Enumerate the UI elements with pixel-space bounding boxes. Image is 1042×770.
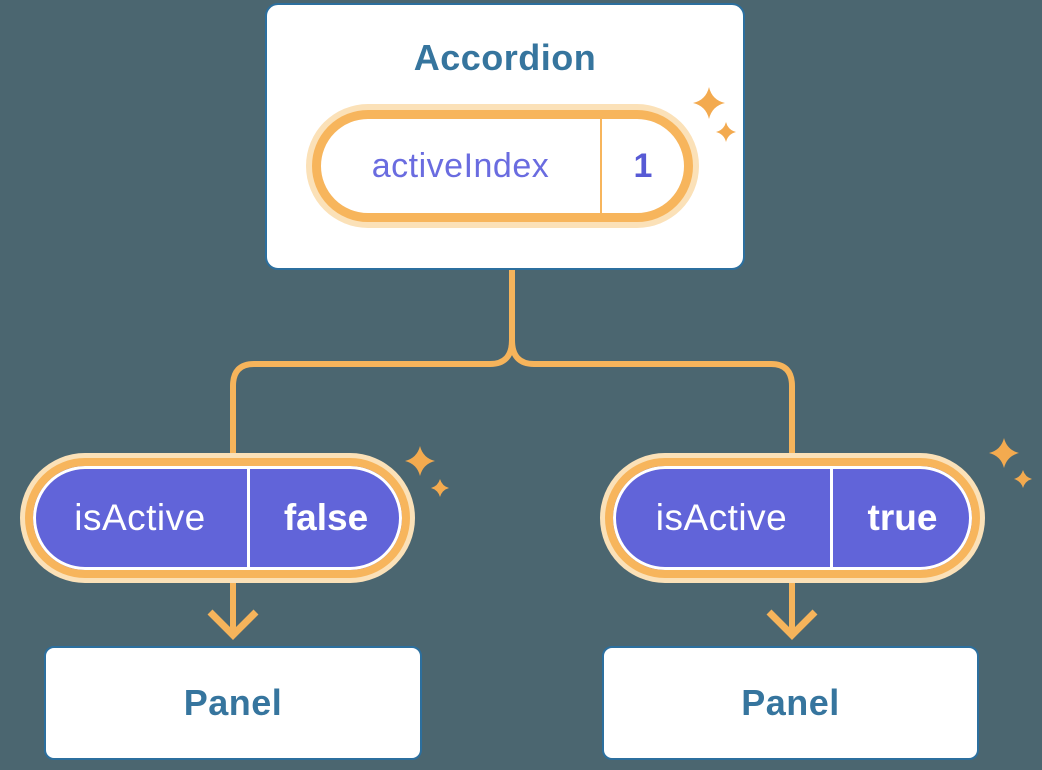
arrow-down-icon <box>766 609 818 640</box>
sparkle-icon-small <box>1014 470 1032 488</box>
prop-pill-value-segment: true <box>833 466 972 570</box>
arrow-down-icon <box>207 609 259 640</box>
prop-value-label: false <box>283 497 369 538</box>
panel-card-right: Panel <box>602 646 979 760</box>
state-value-label: 1 <box>633 146 653 185</box>
panel-label: Panel <box>183 682 283 723</box>
panel-card-left: Panel <box>44 646 422 760</box>
state-pill-value-segment: 1 <box>602 119 684 213</box>
sparkle-icon-large <box>989 438 1019 468</box>
prop-name-label: isActive <box>74 497 206 538</box>
prop-pill-name-segment: isActive <box>613 466 830 570</box>
prop-value-label: true <box>867 497 938 538</box>
state-pill-name-segment: activeIndex <box>321 119 600 213</box>
state-pill-activeindex: activeIndex 1 <box>312 110 693 222</box>
pill-divider <box>600 119 602 213</box>
accordion-title: Accordion <box>413 37 597 78</box>
pill-divider <box>830 469 833 567</box>
sparkle-icon-large <box>405 446 435 476</box>
panel-label: Panel <box>741 682 840 723</box>
prop-pill-isactive-right: isActive true <box>605 458 980 578</box>
prop-pill-isactive-left: isActive false <box>25 458 410 578</box>
prop-pill-value-segment: false <box>250 466 402 570</box>
sparkle-icon-small <box>431 479 449 497</box>
prop-pill-name-segment: isActive <box>33 466 247 570</box>
state-name-label: activeIndex <box>371 146 550 185</box>
prop-name-label: isActive <box>655 497 788 538</box>
